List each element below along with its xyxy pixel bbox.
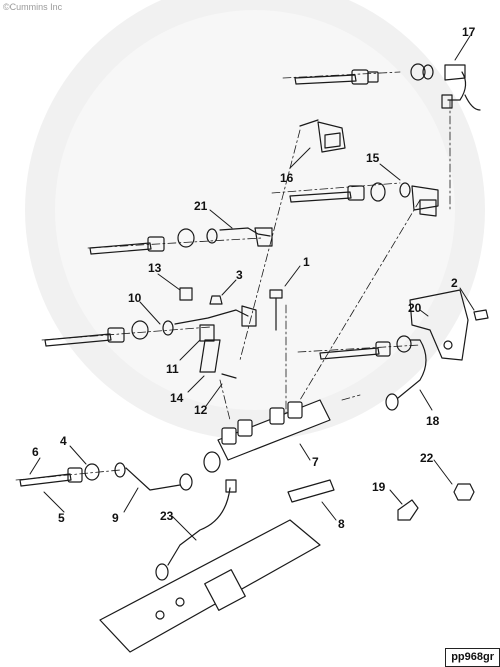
watermark: [25, 0, 485, 440]
injector-15-row: [289, 182, 439, 217]
callout-9: 9: [112, 511, 119, 525]
nut-22: [453, 483, 475, 501]
callout-19: 19: [372, 480, 386, 494]
callout-12: 12: [194, 403, 208, 417]
callout-17: 17: [462, 25, 476, 39]
injector-5-row: [19, 462, 193, 491]
callout-4: 4: [60, 434, 67, 448]
figure-id-label: pp968gr: [445, 648, 500, 667]
callout-15: 15: [366, 151, 380, 165]
injector-10-row: [44, 305, 257, 347]
callout-18: 18: [426, 414, 440, 428]
callout-23: 23: [160, 509, 174, 523]
callout-1: 1: [303, 255, 310, 269]
fuel-rail-7: [203, 399, 331, 473]
callout-6: 6: [32, 445, 39, 459]
base-plate: [99, 519, 321, 653]
bolt-1: [269, 289, 283, 331]
callout-7: 7: [312, 455, 319, 469]
callout-22: 22: [420, 451, 434, 465]
bracket-20: [409, 289, 489, 361]
callout-16: 16: [280, 171, 294, 185]
callout-14: 14: [170, 391, 184, 405]
injector-top: [294, 63, 481, 111]
callout-20: 20: [408, 301, 422, 315]
callout-11: 11: [166, 362, 179, 376]
fuel-line-23: [155, 479, 237, 581]
callout-8: 8: [338, 517, 345, 531]
callout-10: 10: [128, 291, 142, 305]
clip-19: [397, 499, 419, 521]
injector-21-row: [89, 227, 273, 255]
callout-13: 13: [148, 261, 162, 275]
callout-5: 5: [58, 511, 65, 525]
injector-18-row: [319, 335, 427, 411]
callout-2: 2: [451, 276, 458, 290]
clamp-16: [299, 119, 346, 153]
copyright-text: ©Cummins Inc: [3, 2, 63, 12]
shim-8: [287, 479, 335, 503]
callout-3: 3: [236, 268, 243, 282]
small-parts: [179, 287, 237, 379]
callout-labels: 1 2 3 4 5 6 7 8 9 10 11 12 13 14 15 16 1…: [32, 25, 476, 531]
callout-21: 21: [194, 199, 208, 213]
leader-lines: [29, 35, 475, 541]
